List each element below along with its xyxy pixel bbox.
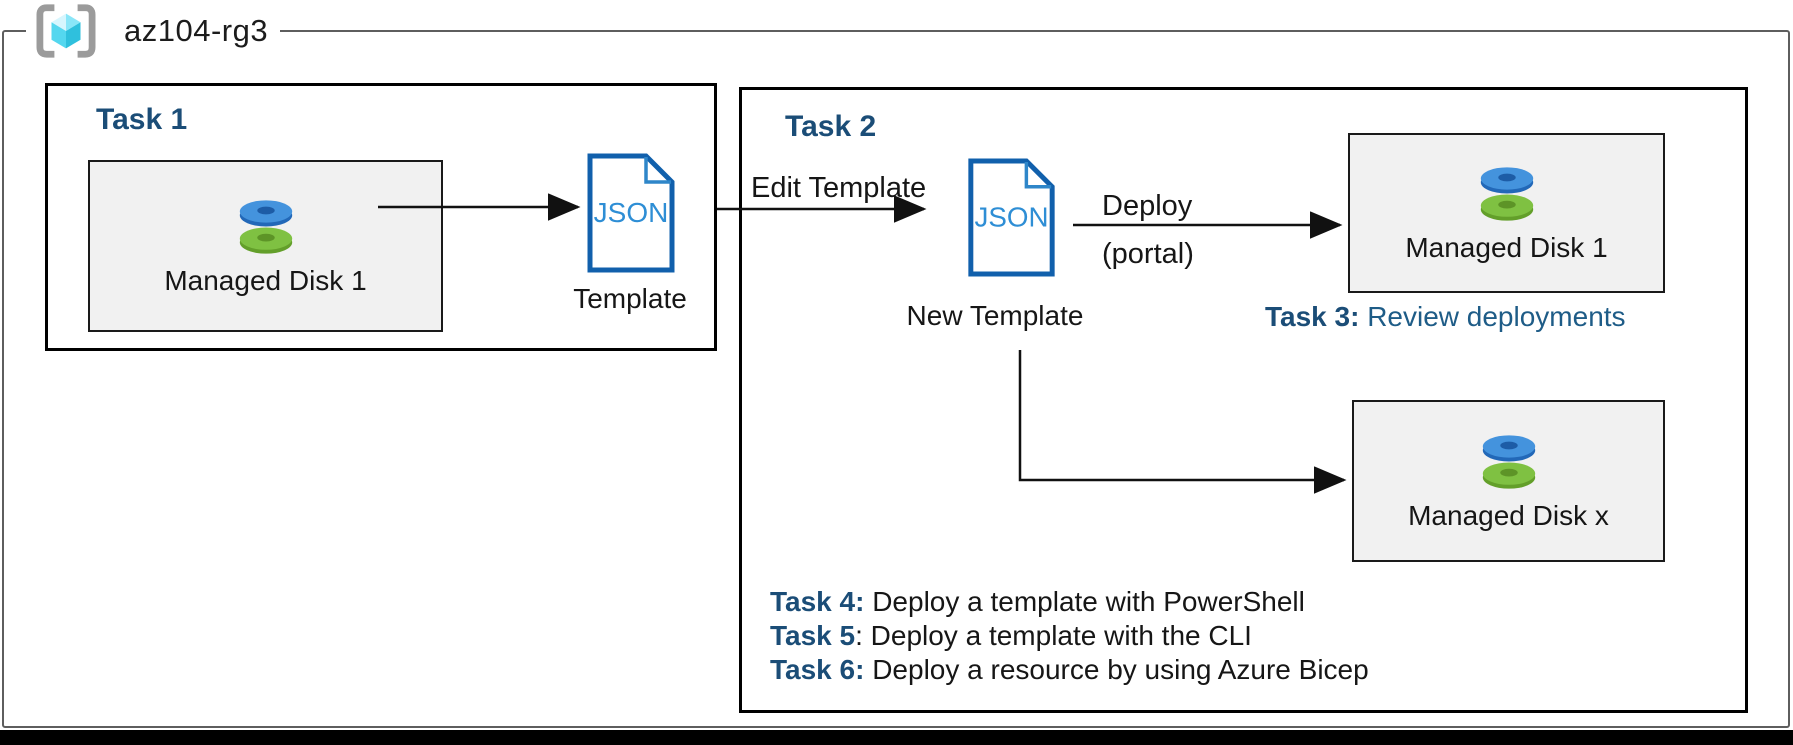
managed-disk-1-task2-label: Managed Disk 1 [1405, 232, 1608, 263]
task2-title: Task 2 [785, 110, 877, 143]
resource-group-boundary [2, 30, 1790, 728]
task3-prefix: Task 3: [1265, 301, 1360, 332]
template-label: Template [573, 283, 687, 314]
task3-text: Review deployments [1359, 301, 1626, 332]
managed-disk-1-task2-box: Managed Disk 1 [1348, 133, 1665, 293]
edit-template-arrow-label: Edit Template [751, 172, 927, 204]
deploy-label-line2: (portal) [1102, 238, 1194, 270]
new-template-label: New Template [906, 300, 1084, 331]
json-file-type-text: JSON [594, 197, 669, 228]
managed-disk-x-label: Managed Disk x [1408, 500, 1609, 531]
resource-group-icon [36, 4, 96, 58]
json-file-type-text: JSON [974, 201, 1048, 232]
task6-prefix: Task 6: [770, 654, 865, 685]
task3-caption: Task 3: Review deployments [1265, 301, 1626, 333]
task5-prefix: Task 5 [770, 620, 856, 651]
task5-text: : Deploy a template with the CLI [855, 620, 1252, 651]
managed-disk-x-box: Managed Disk x [1352, 400, 1665, 562]
deploy-label-line1: Deploy [1102, 190, 1193, 222]
task4-text: Deploy a template with PowerShell [864, 586, 1305, 617]
task6-caption: Task 6: Deploy a resource by using Azure… [770, 653, 1369, 687]
managed-disk-1-box: Managed Disk 1 [88, 160, 443, 332]
managed-disk-1-label: Managed Disk 1 [164, 265, 367, 296]
managed-disk-icon [1472, 430, 1546, 494]
task6-text: Deploy a resource by using Azure Bicep [864, 654, 1369, 685]
deploy-portal-arrow-label: Deploy (portal) [1102, 182, 1194, 278]
template-json-icon: JSON [586, 152, 676, 279]
resource-group-name: az104-rg3 [124, 13, 269, 48]
managed-disk-icon [1470, 162, 1544, 226]
managed-disk-icon [229, 195, 303, 259]
bottom-black-bar [0, 730, 1793, 745]
tasks-list: Task 4: Deploy a template with PowerShel… [770, 585, 1369, 687]
task5-caption: Task 5: Deploy a template with the CLI [770, 619, 1369, 653]
resource-group-label: az104-rg3 [26, 2, 281, 60]
task1-title: Task 1 [96, 103, 188, 136]
task4-prefix: Task 4: [770, 586, 865, 617]
new-template-json-icon: JSON [966, 157, 1057, 283]
task4-caption: Task 4: Deploy a template with PowerShel… [770, 585, 1369, 619]
